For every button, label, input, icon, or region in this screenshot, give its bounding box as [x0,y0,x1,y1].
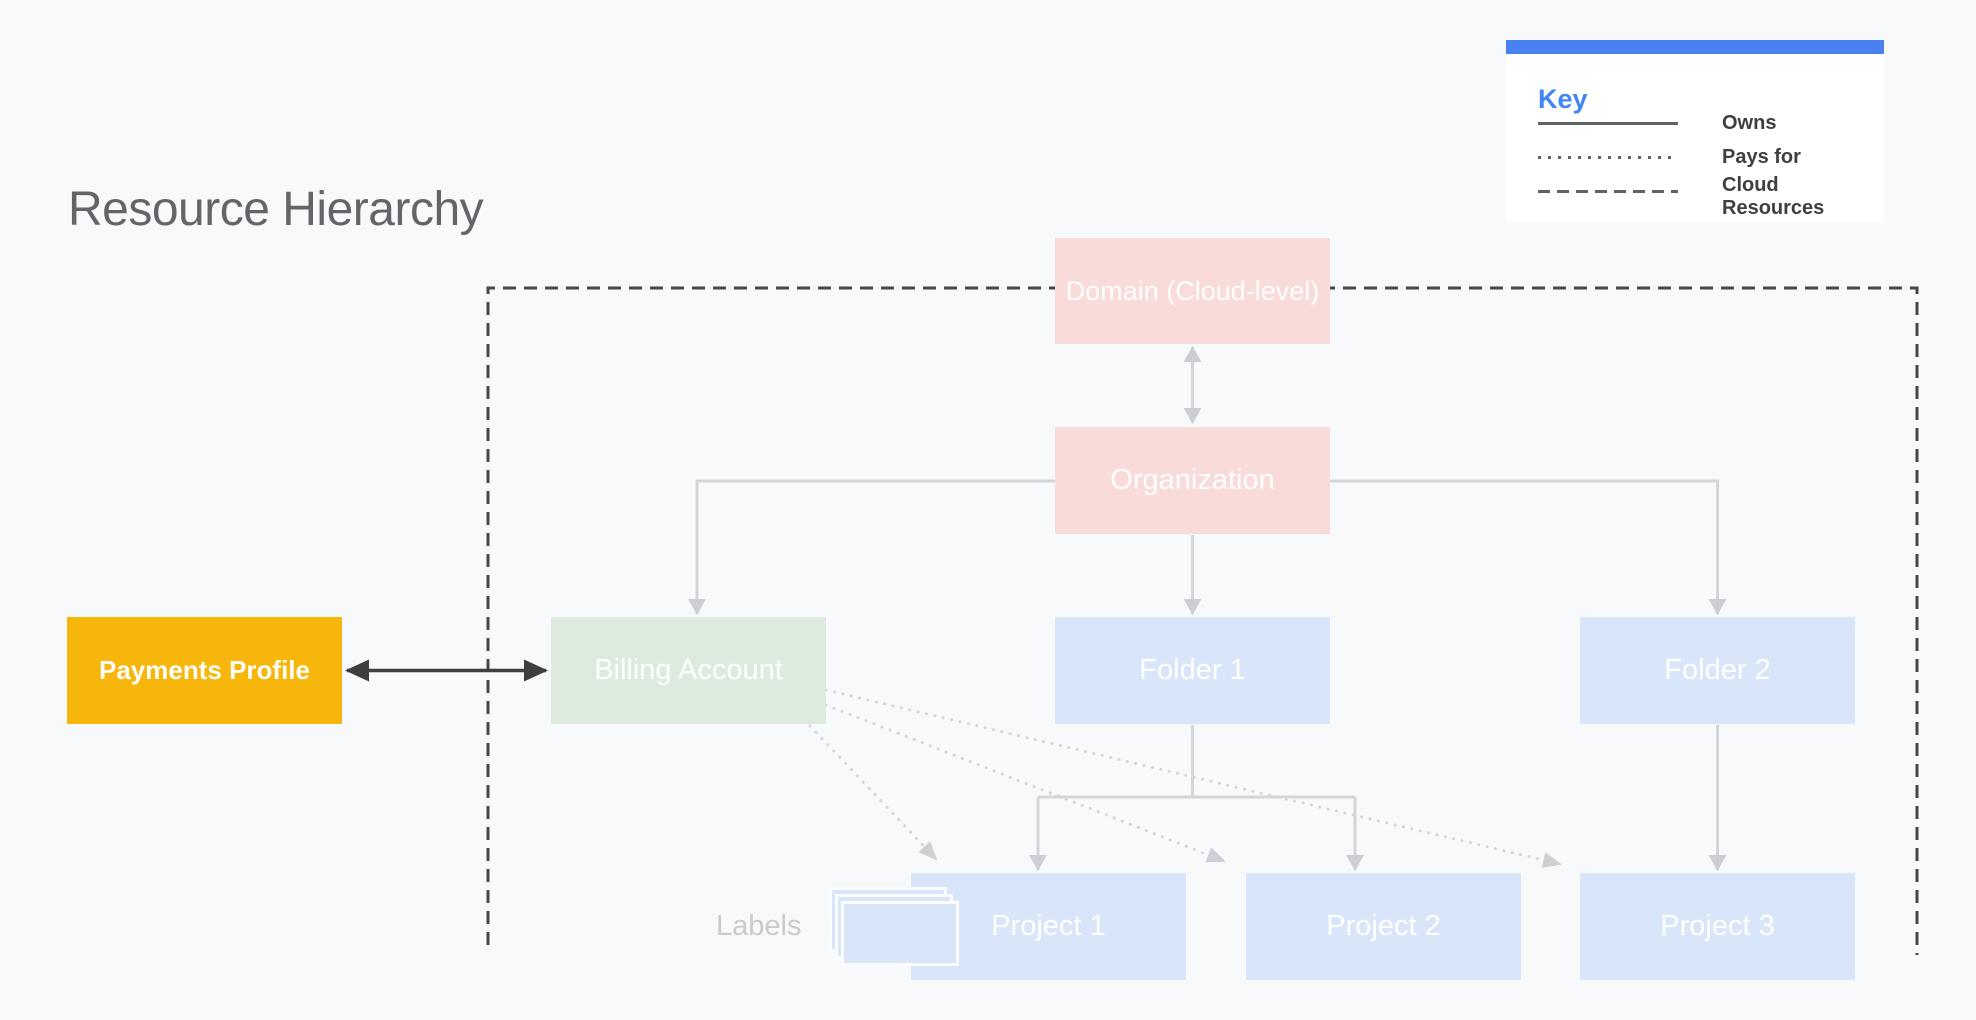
labels-card-front [841,901,959,966]
legend-row-pays-for: Pays for [1538,140,1801,174]
edge-billing-project-2-dotted [824,703,1226,863]
node-billing-account: Billing Account [551,617,826,724]
node-folder-1: Folder 1 [1055,617,1330,724]
node-project-2: Project 2 [1246,873,1521,980]
edge-billing-project-1-dotted [808,724,938,861]
legend-row-owns: Owns [1538,106,1776,140]
legend-label-pays-for: Pays for [1722,145,1801,168]
dotted-line-sample-icon [1538,155,1678,159]
node-domain: Domain (Cloud-level) [1055,238,1330,344]
edge-organization-folder-2 [1330,479,1727,615]
edge-folder-1-stem [1038,725,1355,799]
node-payments-profile: Payments Profile [67,617,342,724]
legend-panel: Key Owns Pays for Cloud Resources [1506,40,1884,223]
node-folder-2: Folder 2 [1580,617,1855,724]
legend-top-bar [1506,40,1884,54]
edge-organization-billing-account [688,479,1055,615]
legend-row-cloud-resources: Cloud Resources [1538,174,1842,220]
node-project-3: Project 3 [1580,873,1855,980]
dashed-line-sample-icon [1538,190,1678,193]
legend-label-owns: Owns [1722,111,1777,134]
node-organization: Organization [1055,427,1330,534]
edge-billing-project-3-dotted [824,688,1562,868]
page-title: Resource Hierarchy [68,183,484,236]
legend-title: Key [1538,84,1588,114]
labels-annotation: Labels [716,910,802,942]
labels-stack-icon [829,887,961,967]
solid-line-sample-icon [1538,121,1678,125]
legend-label-cloud-resources: Cloud Resources [1722,174,1825,219]
